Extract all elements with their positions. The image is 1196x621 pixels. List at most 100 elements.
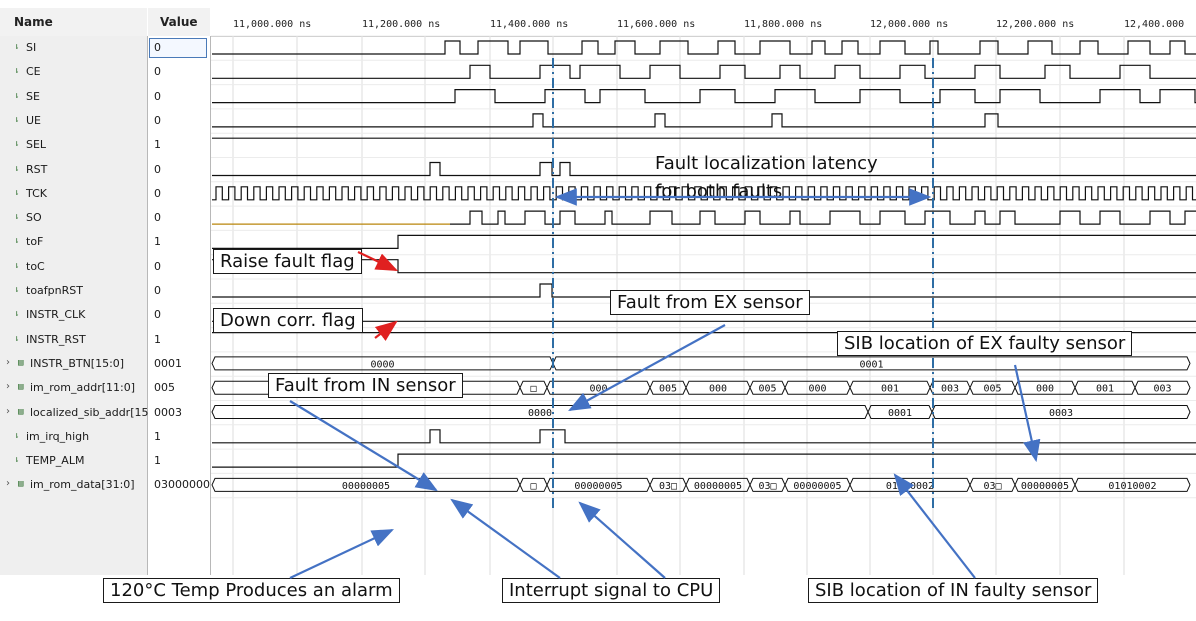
signal-value-cell: 0 (148, 279, 210, 303)
signal-row[interactable]: ⇂ INSTR_RST (0, 328, 147, 352)
rst-waveform (212, 161, 1196, 177)
signal-value-cell: 1 (148, 230, 210, 254)
expand-chevron-icon[interactable]: › (6, 405, 10, 417)
so-waveform (450, 210, 1196, 225)
signal-value: 03000000 (154, 478, 210, 492)
signal-row[interactable]: ⇂toafpnRST (0, 279, 147, 303)
signal-name: RST (26, 162, 48, 176)
signal-row[interactable]: ⇂INSTR_CLK (0, 303, 147, 327)
signal-value-cell: 0 (148, 109, 210, 133)
value-column-header[interactable]: Value (148, 8, 210, 37)
bus-value-label: 03□ (983, 481, 1001, 492)
bus-signal-icon: ▤ (18, 406, 24, 417)
bus-segment (1134, 380, 1191, 395)
signal-value-cell: 1 (148, 133, 210, 157)
signal-row[interactable]: ⇂toC (0, 255, 147, 279)
signal-row[interactable]: ⇂SE (0, 85, 147, 109)
bus-segment (931, 405, 1191, 419)
bit-signal-icon: ⇂ (14, 236, 20, 247)
signal-value-cell: 0 (148, 255, 210, 279)
bus-value-label: 03□ (659, 481, 677, 492)
signal-row[interactable]: ⇂SO (0, 206, 147, 230)
signal-row[interactable]: › ▤ localized_sib_addr[15 (0, 401, 149, 425)
time-tick-label: 11,600.000 ns (617, 19, 696, 30)
bit-signal-icon: ⇂ (14, 114, 20, 125)
signal-value: 0003 (154, 405, 182, 419)
bus-value-label: 0001 (888, 408, 912, 419)
bus-signal-icon: ▤ (18, 382, 24, 393)
bus-value-label: 001 (881, 384, 899, 395)
signal-row[interactable]: › ▤ im_rom_addr[11:0] (0, 376, 147, 400)
signal-value: 0 (154, 284, 161, 297)
signal-name: toF (26, 235, 44, 249)
bus-value-label: □ (530, 481, 536, 492)
signal-name: toafpnRST (26, 284, 83, 297)
im-irq-high-waveform (212, 429, 1196, 444)
signal-value: 005 (154, 381, 175, 395)
signal-value-cell: 0 (148, 85, 210, 109)
signal-value-cell: 0 (148, 182, 210, 206)
signal-name: UE (26, 113, 42, 127)
bus-value-label: 0001 (859, 359, 883, 370)
time-tick-label: 11,400.000 ns (490, 19, 569, 30)
signal-name: im_irq_high (26, 429, 90, 443)
expand-chevron-icon[interactable]: › (6, 381, 10, 393)
signal-name: im_rom_addr[11:0] (30, 381, 136, 395)
bus-value-label: 005 (983, 384, 1001, 395)
signal-row[interactable]: ⇂ UE (0, 109, 147, 133)
bus-value-label: 00000005 (694, 481, 742, 492)
signal-value-cell: 0003 (148, 401, 210, 425)
signal-value: 0 (154, 41, 161, 54)
signal-value-cell: 0 (148, 158, 210, 182)
signal-value: 0 (154, 186, 161, 200)
signal-value: 1 (154, 454, 161, 468)
signal-value-cell: 1 (148, 328, 210, 352)
down-corr-flag-callout: Down corr. flag (213, 308, 363, 333)
signal-value: 0 (154, 162, 161, 176)
signal-row[interactable]: ⇂ RST (0, 158, 147, 182)
expand-chevron-icon[interactable]: › (6, 478, 10, 490)
bit-signal-icon: ⇂ (14, 187, 20, 198)
waveform-canvas[interactable]: 00000001000□0000050000050000010030050000… (0, 0, 1196, 575)
bus-value-label: 000 (808, 384, 826, 395)
signal-value-cell: 1 (148, 449, 210, 473)
bit-signal-icon: ⇂ (14, 163, 20, 174)
signal-row[interactable]: ⇂TCK (0, 182, 147, 206)
sib-in-callout: SIB location of IN faulty sensor (808, 578, 1099, 603)
tof-waveform (212, 234, 1196, 249)
signal-row[interactable]: ⇂ toF (0, 230, 147, 254)
signal-row[interactable]: ›▤im_rom_data[31:0] (0, 473, 147, 497)
bus-value-label: 00000005 (793, 481, 841, 492)
signal-name-list[interactable]: ⇂SI⇂CE⇂SE⇂UE⇂SEL⇂RST⇂TCK⇂SO⇂toF⇂toC⇂toaf… (0, 36, 149, 575)
signal-value: 0 (154, 259, 161, 273)
signal-value-cell: 0 (148, 60, 210, 84)
expand-chevron-icon[interactable]: › (6, 356, 10, 368)
signal-row[interactable]: ›▤INSTR_BTN[15:0] (0, 352, 147, 376)
signal-row[interactable]: ⇂TEMP_ALM (0, 449, 147, 473)
bit-signal-icon: ⇂ (14, 333, 20, 344)
signal-value-cell: 005 (148, 376, 210, 400)
bus-segment (552, 356, 1191, 371)
time-tick-label: 11,800.000 ns (744, 19, 823, 30)
signal-name: INSTR_RST (26, 332, 86, 346)
signal-value: 0 (154, 65, 161, 79)
interrupt-callout: Interrupt signal to CPU (502, 578, 721, 603)
ue-waveform (212, 113, 1196, 128)
bus-value-label: 005 (758, 384, 776, 395)
signal-row[interactable]: ⇂SEL (0, 133, 147, 157)
bus-value-label: 000 (589, 384, 607, 395)
bit-signal-icon: ⇂ (14, 66, 20, 77)
fault-ex-callout: Fault from EX sensor (610, 290, 810, 315)
signal-name: SI (26, 41, 37, 54)
bus-segment (1074, 477, 1191, 492)
signal-row[interactable]: ⇂im_irq_high (0, 425, 147, 449)
signal-value: 1 (154, 332, 161, 346)
signal-name: localized_sib_addr[15 (30, 405, 149, 419)
time-tick-label: 12,400.000 (1124, 19, 1185, 30)
time-tick-label: 12,000.000 ns (870, 19, 949, 30)
signal-row[interactable]: ⇂SI (0, 36, 147, 60)
signal-row[interactable]: ⇂CE (0, 60, 147, 84)
